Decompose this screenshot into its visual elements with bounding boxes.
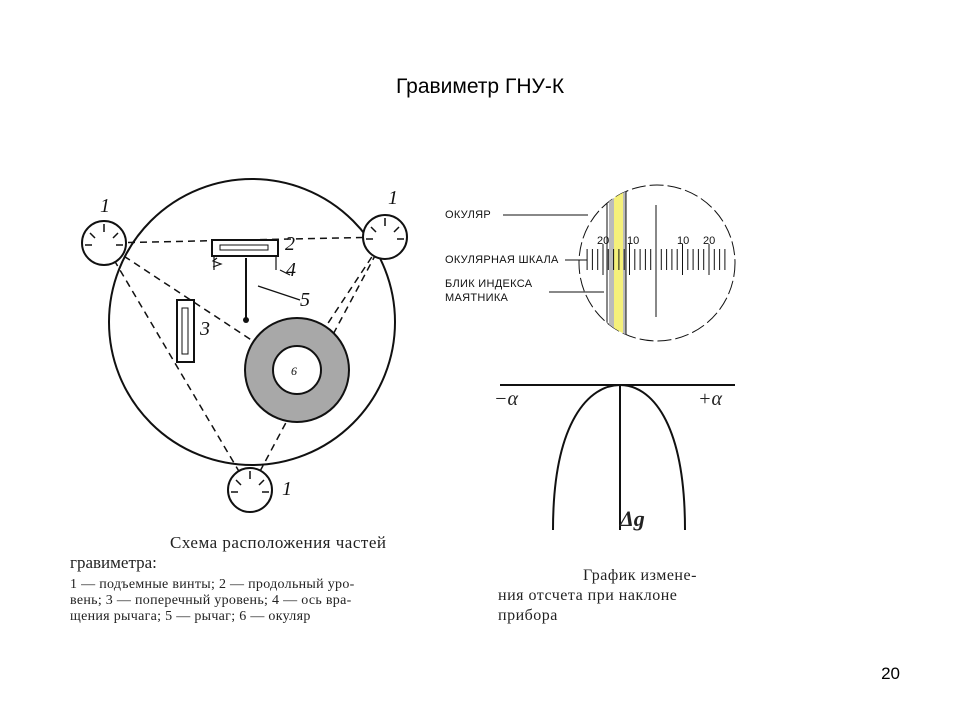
caption-line: прибора [498, 607, 558, 624]
parabola [552, 383, 686, 531]
slide-title: Гравиметр ГНУ-К [395, 75, 565, 98]
part-number: 1 [388, 187, 398, 209]
part-number: 1 [100, 195, 110, 217]
gravimeter-body [108, 178, 396, 466]
label-pendulum-index: БЛИК ИНДЕКСА [445, 278, 533, 290]
svg-text:10: 10 [677, 235, 689, 247]
legend-line: вень; 3 — поперечный уровень; 4 — ось вр… [70, 593, 352, 608]
caption-title-2: гравиметра: [70, 553, 157, 572]
eyepiece-view: 20 10 10 20 [503, 184, 736, 342]
label-eyepiece-scale: ОКУЛЯРНАЯ ШКАЛА [445, 254, 559, 266]
caption-legend: 1 — подъемные винты; 2 — продольный уро-… [70, 577, 440, 625]
part-number: 2 [285, 233, 295, 255]
part-number: 5 [300, 289, 310, 311]
transverse-level [176, 299, 195, 363]
delta-g: Δg [620, 506, 645, 531]
part-number: 6 [291, 364, 297, 378]
minus-alpha: −α [494, 388, 518, 410]
page-number: 20 [881, 664, 900, 683]
svg-text:20: 20 [597, 235, 609, 247]
label-pendulum-index-2: МАЯТНИКА [445, 292, 509, 304]
part-number: 1 [282, 478, 292, 500]
part-number: 4 [286, 259, 296, 281]
svg-text:20: 20 [703, 235, 715, 247]
plus-alpha: +α [698, 388, 722, 410]
part-number: 3 [199, 318, 210, 340]
scheme-caption: Схема расположения частей гравиметра: 1 … [70, 533, 440, 625]
tilt-graph [500, 383, 735, 531]
svg-text:10: 10 [627, 235, 639, 247]
caption-line: График измене- [583, 567, 697, 584]
caption-line: ния отсчета при наклоне [498, 587, 678, 604]
leveling-screws [81, 214, 408, 513]
eyepiece-ring [244, 317, 350, 423]
legend-line: щения рычага; 5 — рычаг; 6 — окуляр [70, 609, 311, 624]
label-eyepiece: ОКУЛЯР [445, 209, 492, 221]
caption-title: Схема расположения частей [170, 533, 387, 552]
legend-line: 1 — подъемные винты; 2 — продольный уро- [70, 577, 355, 592]
graph-caption: График измене- ния отсчета при наклоне п… [498, 566, 738, 626]
longitudinal-level [211, 239, 279, 270]
